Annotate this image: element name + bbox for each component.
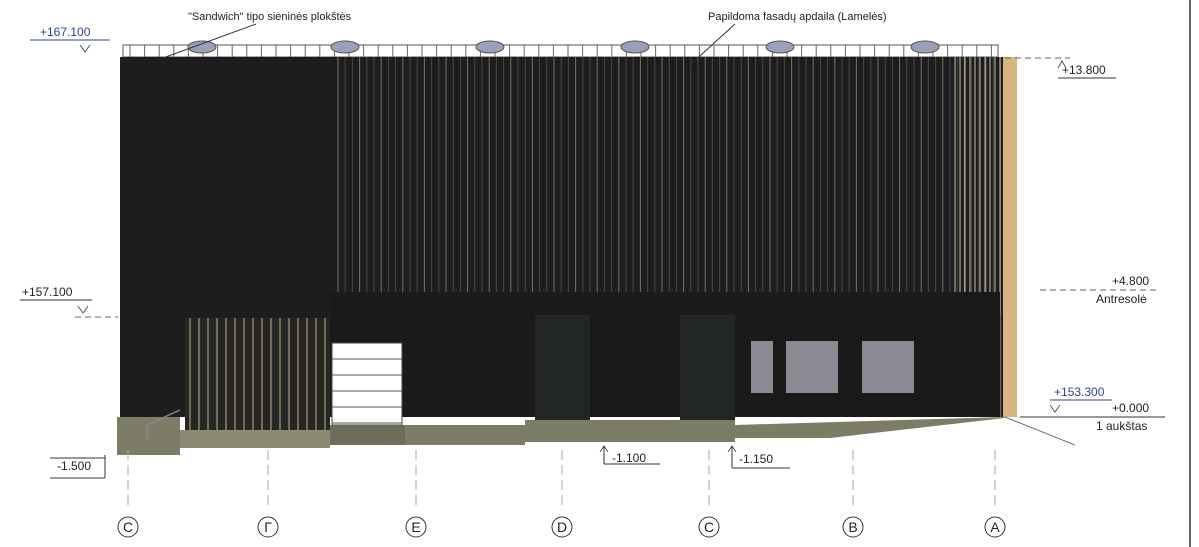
level-mezzanine: +4.800 [1112, 274, 1149, 288]
garage-door [331, 342, 403, 426]
entrance-screen [185, 318, 330, 430]
level-roof: +13.800 [1062, 63, 1106, 77]
level-abs-mid-marker [77, 305, 89, 314]
window-2 [786, 341, 838, 393]
axis-label: D [557, 519, 567, 535]
plinth-ramp [735, 417, 1005, 438]
plinth-garage [330, 425, 405, 445]
axis-label: C [123, 519, 133, 535]
skylight [187, 40, 217, 54]
axis-bubble [698, 516, 720, 538]
plinth-mid [405, 425, 525, 445]
axis-label: C [704, 519, 714, 535]
axis-bubble [405, 516, 427, 538]
level-abs-top-marker [79, 44, 91, 53]
level-left-grade: -1.500 [57, 459, 91, 473]
wood-corner-panel [1003, 57, 1017, 417]
window-1 [751, 341, 773, 393]
axis-bubble [551, 516, 573, 538]
skylight [330, 40, 360, 54]
axis-bubble [842, 516, 864, 538]
plinth-steps [180, 430, 330, 448]
leader-sandwich [162, 23, 257, 59]
axis-bubble [117, 516, 139, 538]
level-mezzanine-name: Antresolė [1096, 292, 1147, 306]
leader-lamelles [689, 23, 736, 66]
garage-door-panels [332, 358, 402, 424]
axis-label: Г [264, 519, 272, 535]
level-grade-c: -1.150 [739, 452, 773, 466]
level-abs-mid: +157.100 [22, 285, 73, 299]
grade-line [1004, 416, 1076, 446]
level-abs-ground-marker [1049, 404, 1061, 413]
skylight [475, 40, 505, 54]
axis-label: B [848, 519, 857, 535]
roof-parapet [122, 44, 999, 58]
axis-bubble [257, 516, 279, 538]
doorway-d [535, 315, 590, 420]
roof-skylights [187, 40, 940, 54]
level-abs-top: +167.100 [40, 25, 91, 39]
window-3 [862, 341, 914, 393]
skylight [620, 40, 650, 54]
axis-bubble [984, 516, 1006, 538]
axis-label: E [411, 519, 420, 535]
grid-axis-lines [127, 450, 996, 505]
annotation-lamelles: Papildoma fasadų apdaila (Lamelės) [708, 11, 887, 23]
annotation-sandwich: "Sandwich" tipo sieninės plokštės [188, 11, 352, 23]
level-grade-d: -1.100 [612, 451, 646, 465]
level-floor-name: 1 aukštas [1096, 419, 1147, 433]
level-floor: +0.000 [1112, 401, 1149, 415]
skylight [765, 40, 795, 54]
plinth-center [525, 420, 735, 442]
level-roof-marker [1057, 59, 1067, 69]
plinth-left [117, 417, 180, 455]
skylight [910, 40, 940, 54]
stair-railing [146, 409, 181, 440]
level-abs-ground: +153.300 [1054, 385, 1105, 399]
axis-label: A [990, 519, 1000, 535]
entrance-lamellae [189, 318, 326, 432]
doorway-c [680, 315, 735, 420]
